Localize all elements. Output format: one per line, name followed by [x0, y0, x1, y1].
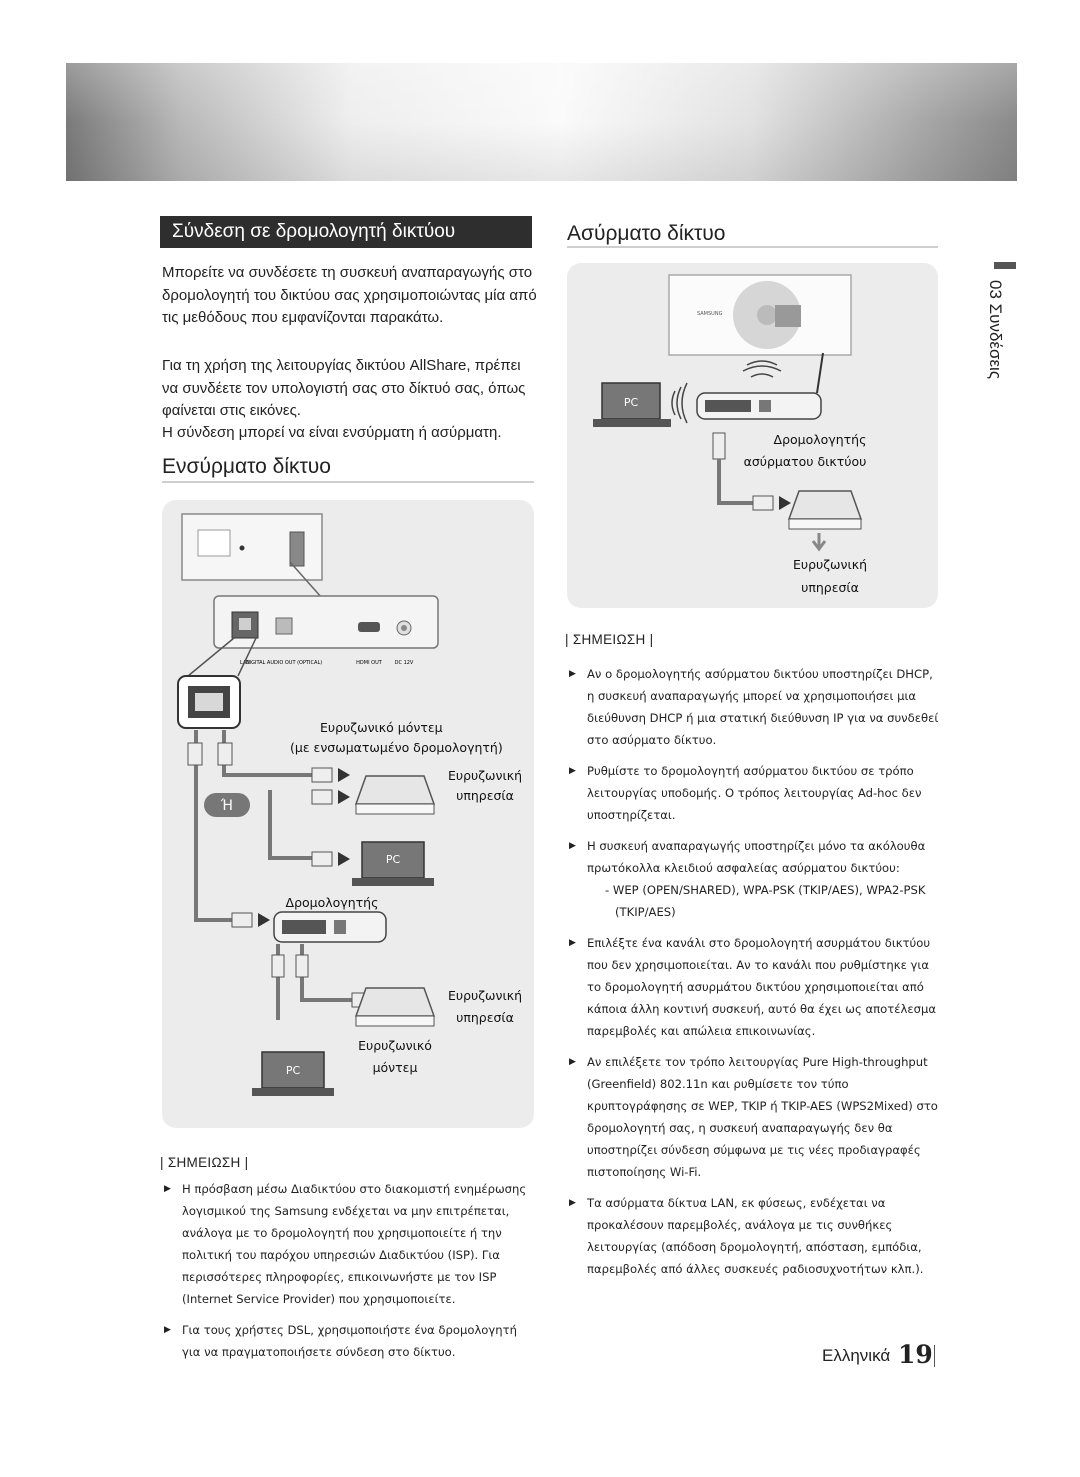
- protocol-list: - WEP (OPEN/SHARED), WPA-PSK (TKIP/AES),…: [605, 883, 926, 919]
- bullet-arrow-icon: ▶: [569, 1057, 576, 1067]
- wireless-heading-rule: [567, 246, 938, 248]
- list-item: ▶Τα ασύρματα δίκτυα LAN, εκ φύσεως, ενδέ…: [567, 1192, 939, 1280]
- bullet-arrow-icon: ▶: [164, 1184, 171, 1194]
- wired-heading: Ενσύρματο δίκτυο: [162, 455, 331, 478]
- list-item: ▶Ρυθμίστε το δρομολογητή ασύρματου δικτύ…: [567, 760, 939, 826]
- modem-label-1: Ευρυζωνικό μόντεμ: [320, 720, 443, 735]
- header-banner: [66, 63, 1017, 181]
- broadband-modem-icon: [354, 775, 436, 815]
- or-label: Ή: [220, 798, 233, 814]
- list-item: ▶Η πρόσβαση μέσω Διαδικτύου στο διακομισ…: [162, 1178, 534, 1310]
- wireless-router-label-1: Δρομολογητής: [773, 432, 867, 447]
- broadband-b-label-2: υπηρεσία: [456, 1010, 514, 1025]
- wireless-broadband-label-1: Ευρυζωνική: [792, 557, 868, 572]
- wireless-router-label-2: ασύρματου δικτύου: [743, 454, 867, 469]
- router-label: Δρομολογητής: [285, 895, 379, 910]
- footer-language: Ελληνικά: [822, 1346, 891, 1365]
- bullet-arrow-icon: ▶: [164, 1325, 171, 1335]
- footer-page-number: 19: [898, 1340, 933, 1369]
- port-label-optical: DIGITAL AUDIO OUT (OPTICAL): [246, 660, 322, 666]
- list-item: ▶Για τους χρήστες DSL, χρησιμοποιήστε έν…: [162, 1319, 534, 1363]
- wireless-broadband-label-2: υπηρεσία: [801, 580, 859, 595]
- intro-paragraph-1: Μπορείτε να συνδέσετε τη συσκευή αναπαρα…: [162, 264, 537, 326]
- side-tab-label: 03 Συνδέσεις: [986, 280, 1005, 380]
- pc-label-b: PC: [286, 1064, 301, 1077]
- bullet-arrow-icon: ▶: [569, 669, 576, 679]
- section-title: Σύνδεση σε δρομολογητή δικτύου: [160, 216, 532, 248]
- player-front-icon: [181, 513, 323, 581]
- bullet-arrow-icon: ▶: [569, 1198, 576, 1208]
- bullet-arrow-icon: ▶: [569, 766, 576, 776]
- right-notes-list: ▶Αν ο δρομολογητής ασύρματου δικτύου υπο…: [567, 663, 939, 1289]
- lan-port-zoom-icon: [177, 675, 241, 729]
- broadband-modem-icon: [787, 490, 863, 530]
- broadband-label-1: Ευρυζωνική: [447, 768, 523, 783]
- port-label-lan: LAN: [240, 660, 250, 666]
- player-back-panel-icon: [213, 595, 439, 649]
- pc-laptop-icon: [593, 382, 671, 427]
- wired-diagram: LAN DIGITAL AUDIO OUT (OPTICAL) HDMI OUT…: [177, 513, 439, 1096]
- intro-paragraph-3: Η σύνδεση μπορεί να είναι ενσύρματη ή ασ…: [162, 424, 502, 441]
- modem-b-label-1: Ευρυζωνικό: [358, 1038, 432, 1053]
- player-front-icon: [668, 274, 852, 356]
- wireless-heading: Ασύρματο δίκτυο: [567, 222, 726, 245]
- left-note-header: | ΣΗΜΕΙΩΣΗ |: [160, 1155, 249, 1170]
- pc-label: PC: [386, 853, 401, 866]
- wired-heading-rule: [162, 481, 534, 483]
- broadband-modem-b-icon: [354, 987, 436, 1027]
- or-badge: [204, 793, 250, 817]
- side-tab-marker: [994, 262, 1016, 269]
- list-item: ▶Αν επιλέξετε τον τρόπο λειτουργίας Pure…: [567, 1051, 939, 1183]
- port-label-dc: DC 12V: [395, 660, 414, 666]
- broadband-b-label-1: Ευρυζωνική: [447, 988, 523, 1003]
- footer-divider: [934, 1345, 935, 1367]
- modem-label-2: (με ενσωματωμένο δρομολογητή): [290, 740, 503, 755]
- intro-paragraph-2: Για τη χρήση της λειτουργίας δικτύου All…: [162, 357, 526, 419]
- router-icon: [273, 911, 387, 943]
- bullet-arrow-icon: ▶: [569, 938, 576, 948]
- wireless-router-icon: [696, 352, 824, 420]
- list-item: ▶Επιλέξτε ένα κανάλι στο δρομολογητή ασυ…: [567, 932, 939, 1042]
- wireless-diagram: SAMSUNG PC: [593, 274, 863, 552]
- list-item: ▶Η συσκευή αναπαραγωγής υποστηρίζει μόνο…: [567, 835, 939, 923]
- left-notes-list: ▶Η πρόσβαση μέσω Διαδικτύου στο διακομισ…: [162, 1178, 534, 1372]
- pc-label: PC: [624, 396, 639, 409]
- list-item: ▶Αν ο δρομολογητής ασύρματου δικτύου υπο…: [567, 663, 939, 751]
- right-note-header: | ΣΗΜΕΙΩΣΗ |: [565, 632, 654, 647]
- broadband-label-2: υπηρεσία: [456, 788, 514, 803]
- pc-laptop-b-icon: [252, 1051, 334, 1096]
- pc-laptop-icon: [352, 841, 434, 886]
- port-label-hdmi: HDMI OUT: [356, 660, 383, 666]
- bullet-arrow-icon: ▶: [569, 841, 576, 851]
- modem-b-label-2: μόντεμ: [372, 1060, 418, 1075]
- brand-label: SAMSUNG: [697, 311, 723, 317]
